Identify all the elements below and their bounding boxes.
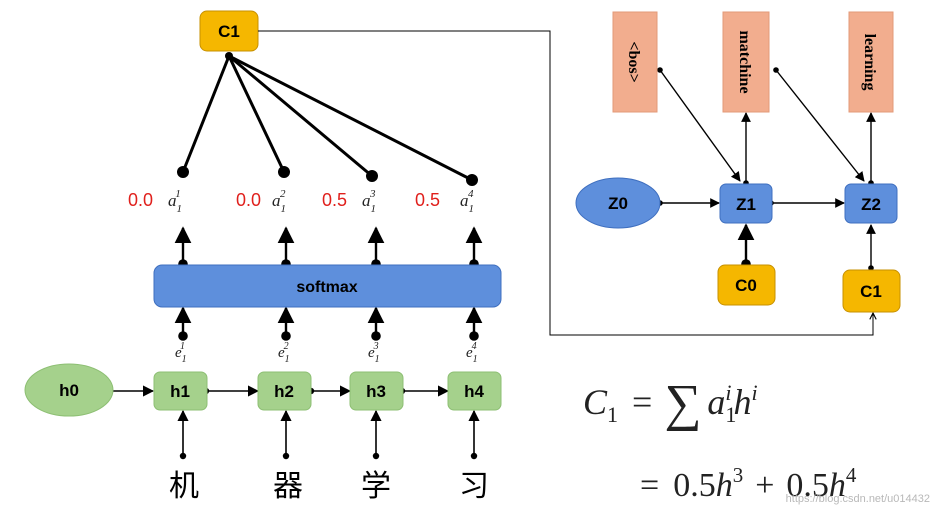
weight-3: 0.5 — [322, 190, 347, 210]
context-c0[interactable]: C0 — [717, 264, 776, 306]
softmax-label: softmax — [296, 279, 357, 296]
decoder-section: <bos> matchine learning Z0 Z1 Z2 C0 — [575, 11, 901, 313]
context-junction — [225, 52, 233, 60]
h3-node[interactable]: h3 — [349, 371, 404, 411]
h0-node[interactable]: h0 — [24, 363, 114, 417]
encoder-section: h0 h1 h2 h3 h4 机 器 学 习 e11 e12 — [24, 10, 502, 503]
attention-a4: a14 — [460, 188, 474, 215]
attention-a1: a11 — [168, 188, 182, 215]
attention-arrows — [174, 226, 483, 269]
z0-node[interactable]: Z0 — [575, 177, 661, 229]
output-learning[interactable]: learning — [848, 11, 894, 113]
score-e2: e12 — [278, 341, 290, 365]
h3-label: h3 — [366, 382, 386, 401]
input-characters: 机 器 学 习 — [169, 470, 489, 503]
output-learning-label: learning — [861, 34, 878, 91]
z0-label: Z0 — [608, 194, 628, 213]
formula: C1=∑a1ihi =0.5h3+0.5h4 — [583, 375, 857, 504]
weight-4: 0.5 — [415, 190, 440, 210]
attention-a2: a12 — [272, 188, 286, 215]
h2-label: h2 — [274, 382, 294, 401]
context-route-line — [258, 30, 873, 336]
output-bos-label: <bos> — [625, 41, 642, 82]
decoder-connectors — [657, 67, 876, 271]
score-arrows — [174, 306, 483, 341]
formula-line-2: =0.5h3+0.5h4 — [640, 463, 857, 504]
score-e4: e14 — [466, 341, 478, 365]
z1-label: Z1 — [736, 195, 756, 214]
z1-node[interactable]: Z1 — [719, 183, 773, 224]
h0-label: h0 — [59, 381, 79, 400]
context-c1-decoder-label: C1 — [860, 282, 882, 301]
context-c0-label: C0 — [735, 276, 757, 295]
input-char-3: 学 — [361, 470, 391, 503]
h1-node[interactable]: h1 — [153, 371, 208, 411]
context-c1-top[interactable]: C1 — [199, 10, 259, 52]
output-matchine-label: matchine — [736, 30, 753, 93]
attention-a3: a13 — [362, 188, 376, 215]
weight-2: 0.0 — [236, 190, 261, 210]
score-e3: e13 — [368, 341, 380, 365]
context-c1-decoder[interactable]: C1 — [842, 269, 901, 313]
score-labels: e11 e12 e13 e14 — [175, 341, 478, 365]
output-bos[interactable]: <bos> — [612, 11, 658, 113]
input-char-2: 器 — [273, 470, 303, 503]
h1-label: h1 — [170, 382, 190, 401]
softmax-layer[interactable]: softmax — [153, 264, 502, 308]
h2-node[interactable]: h2 — [257, 371, 312, 411]
attention-labels: a11 a12 a13 a14 — [168, 188, 474, 215]
output-matchine[interactable]: matchine — [722, 11, 770, 113]
input-char-4: 习 — [459, 470, 489, 503]
z2-label: Z2 — [861, 195, 881, 214]
attention-weights: 0.0 0.0 0.5 0.5 — [128, 190, 440, 210]
h4-label: h4 — [464, 382, 484, 401]
watermark-text: https://blog.csdn.net/u014432 — [786, 493, 930, 505]
score-e1: e11 — [175, 341, 186, 365]
formula-line-1: C1=∑a1ihi — [583, 375, 758, 432]
context-c1-top-label: C1 — [218, 22, 240, 41]
weight-1: 0.0 — [128, 190, 153, 210]
z2-node[interactable]: Z2 — [844, 183, 898, 224]
input-arrows — [177, 409, 480, 460]
h4-node[interactable]: h4 — [447, 371, 502, 411]
context-fan-lines — [177, 54, 478, 186]
input-char-1: 机 — [169, 470, 199, 503]
